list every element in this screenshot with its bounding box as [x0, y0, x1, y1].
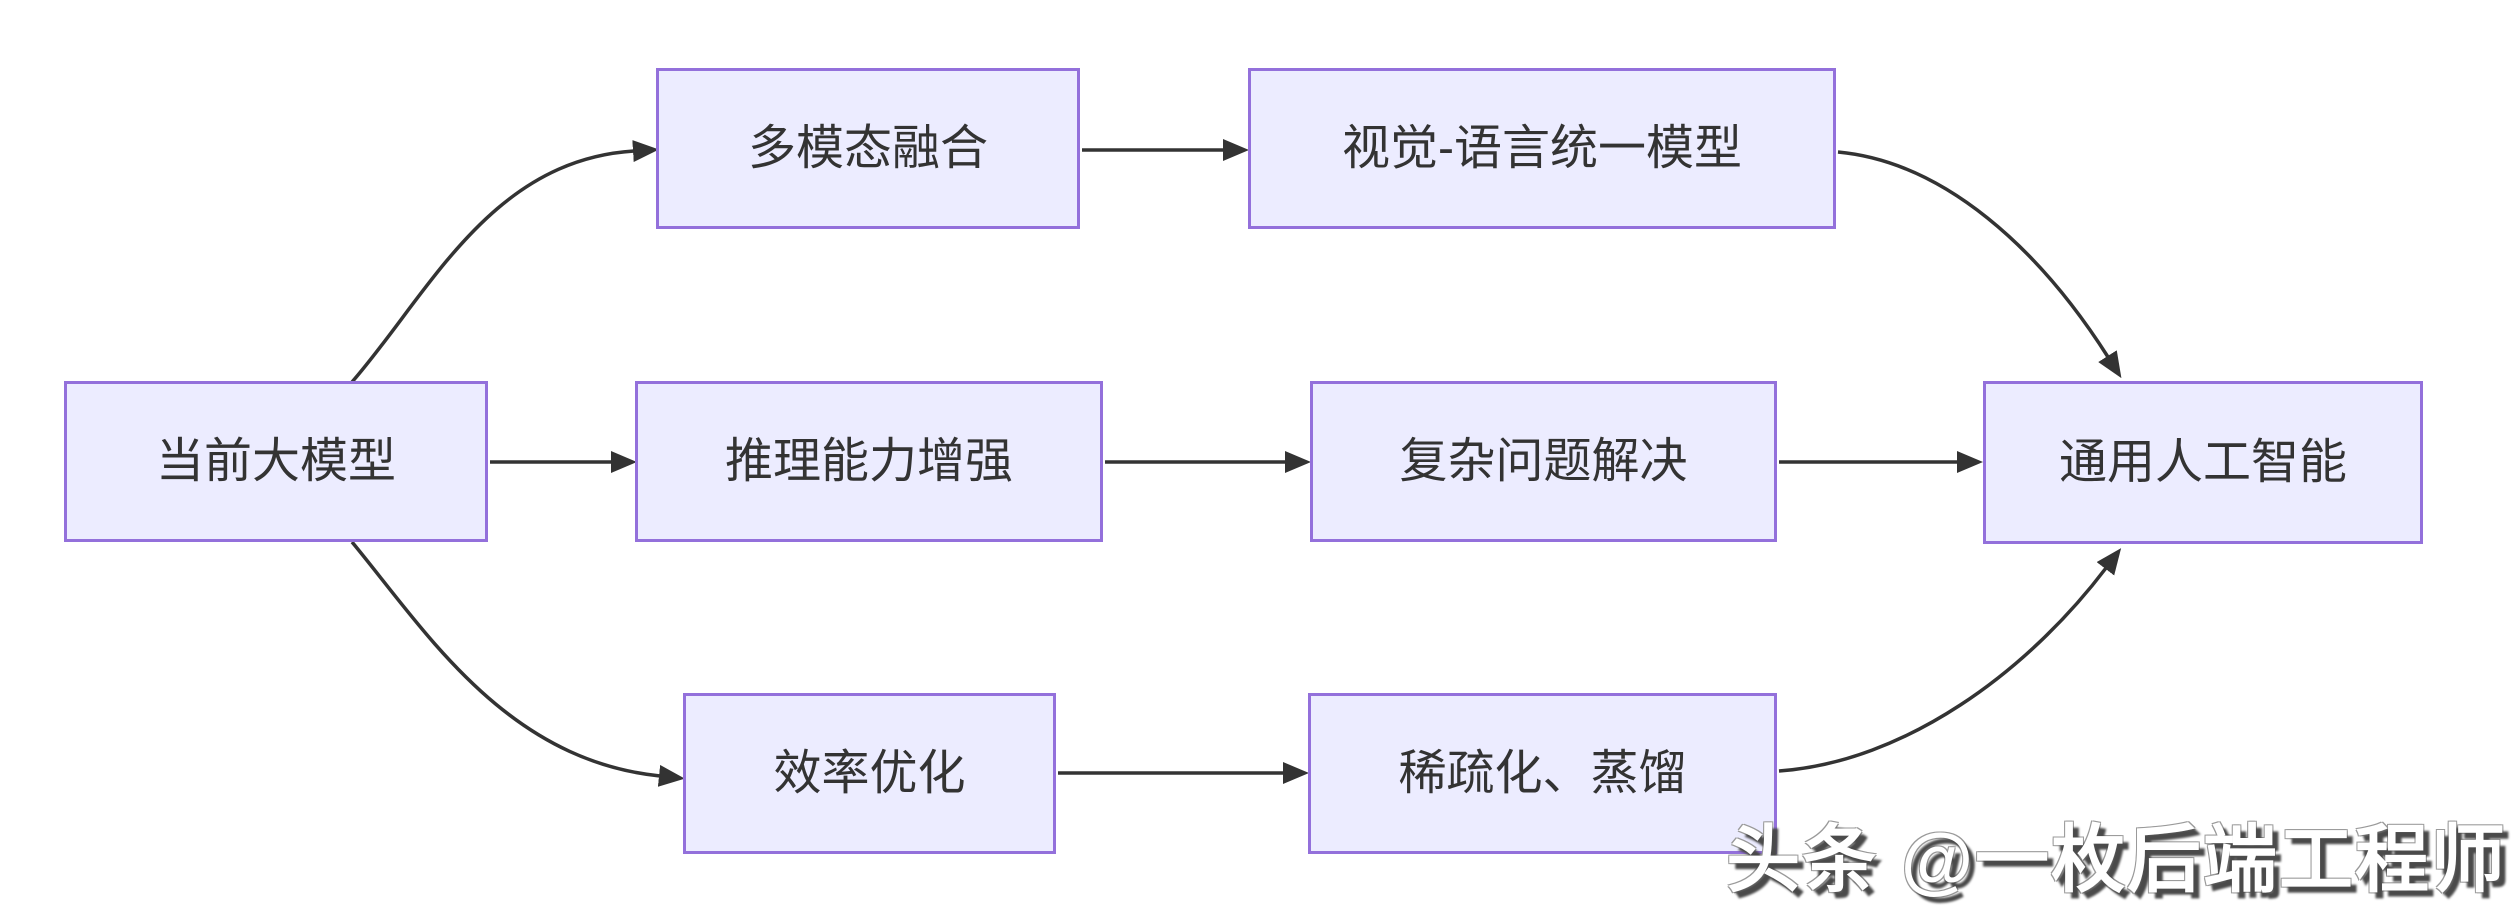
- edge-sparsification-to-agi: [1778, 548, 2122, 773]
- node-reasoning: 推理能力增强: [635, 381, 1103, 542]
- node-complex-problem: 复杂问题解决: [1310, 381, 1777, 542]
- node-current-llm-label: 当前大模型: [155, 434, 396, 488]
- node-vision-language-label: 视觉-语言统一模型: [1342, 121, 1742, 175]
- node-efficiency: 效率优化: [683, 693, 1056, 854]
- node-efficiency-label: 效率优化: [773, 746, 966, 800]
- node-vision-language: 视觉-语言统一模型: [1248, 68, 1836, 229]
- node-agi: 通用人工智能: [1983, 381, 2423, 544]
- node-current-llm: 当前大模型: [64, 381, 488, 542]
- node-multimodal-label: 多模态融合: [747, 121, 988, 175]
- node-multimodal: 多模态融合: [656, 68, 1080, 229]
- node-complex-problem-label: 复杂问题解决: [1399, 434, 1688, 488]
- node-sparsification: 稀疏化、蒸馏: [1308, 693, 1777, 854]
- node-agi-label: 通用人工智能: [2058, 435, 2347, 489]
- node-sparsification-label: 稀疏化、蒸馏: [1398, 746, 1687, 800]
- watermark: 头条 @一枚后端工程师: [1726, 818, 2507, 901]
- edge-current-llm-to-efficiency: [350, 540, 685, 787]
- edge-vision-language-to-agi: [1837, 150, 2122, 379]
- node-reasoning-label: 推理能力增强: [724, 434, 1013, 488]
- edge-current-llm-to-multimodal: [350, 140, 659, 384]
